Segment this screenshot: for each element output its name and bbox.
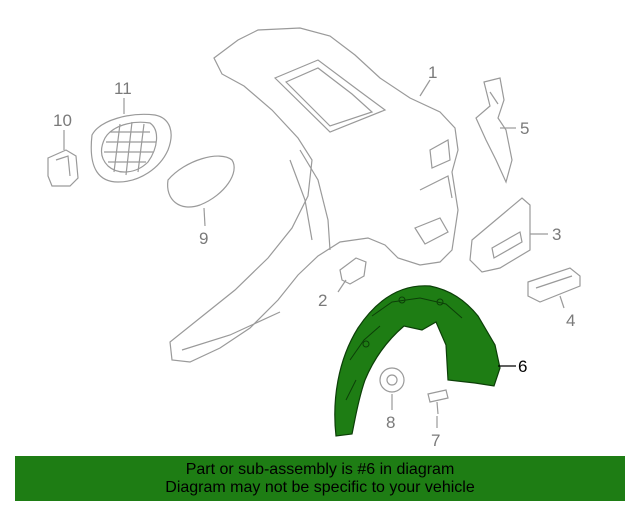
part-7-push-clip[interactable] — [427, 389, 449, 415]
banner-line-2: Diagram may not be specific to your vehi… — [165, 479, 475, 496]
part-9-fuel-door[interactable] — [167, 155, 235, 208]
banner-line-1: Part or sub-assembly is #6 in diagram — [185, 461, 455, 478]
part-11-fuel-housing[interactable] — [90, 113, 172, 183]
callout-2: 2 — [318, 291, 327, 310]
leader-lines — [63, 79, 565, 428]
part-4-reflector[interactable] — [527, 267, 581, 303]
part-6-wheel-liner[interactable] — [334, 285, 501, 437]
part-5-bracket[interactable] — [475, 77, 513, 184]
part-1-quarter-panel[interactable] — [169, 27, 459, 363]
part-10-clip[interactable] — [47, 149, 79, 187]
callout-3: 3 — [552, 225, 561, 244]
part-8-nut[interactable] — [379, 367, 405, 393]
callout-5: 5 — [520, 119, 529, 138]
part-2-plug[interactable] — [339, 257, 367, 285]
callout-10: 10 — [53, 111, 72, 130]
part-3-panel[interactable] — [469, 197, 531, 273]
callout-4: 4 — [566, 311, 575, 330]
callout-6: 6 — [518, 357, 527, 376]
callout-1: 1 — [428, 63, 437, 82]
callout-8: 8 — [386, 413, 395, 432]
callout-11: 11 — [114, 79, 132, 98]
parts-diagram: 1 2 3 4 5 6 7 8 9 10 11 — [47, 27, 581, 450]
callout-9: 9 — [199, 229, 208, 248]
callout-7: 7 — [431, 431, 440, 450]
info-banner: Part or sub-assembly is #6 in diagram Di… — [15, 456, 625, 501]
